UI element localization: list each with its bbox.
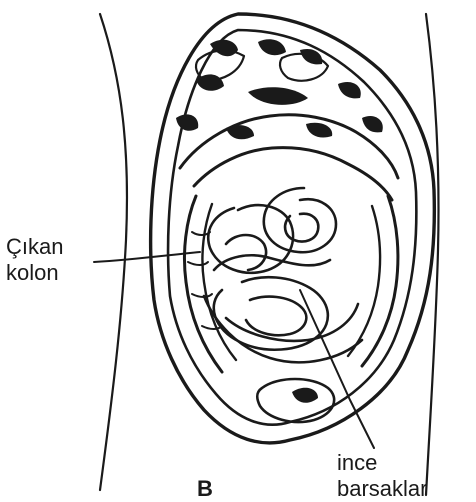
label-small-intestine-line2: barsaklar (337, 476, 427, 502)
panel-letter: B (197, 476, 213, 502)
descending-colon-inner (348, 206, 380, 356)
pelvic-pouch (257, 379, 334, 422)
transverse-colon-lower (194, 148, 392, 200)
label-ascending-colon: Çıkan kolon (6, 234, 63, 286)
label-small-intestine-line1: ince (337, 450, 427, 476)
label-ascending-colon-line2: kolon (6, 260, 63, 286)
label-small-intestine: ince barsaklar (337, 450, 427, 502)
label-ascending-colon-line1: Çıkan (6, 234, 63, 260)
body-contour-left (100, 14, 127, 490)
small-intestine-coils (204, 188, 362, 362)
